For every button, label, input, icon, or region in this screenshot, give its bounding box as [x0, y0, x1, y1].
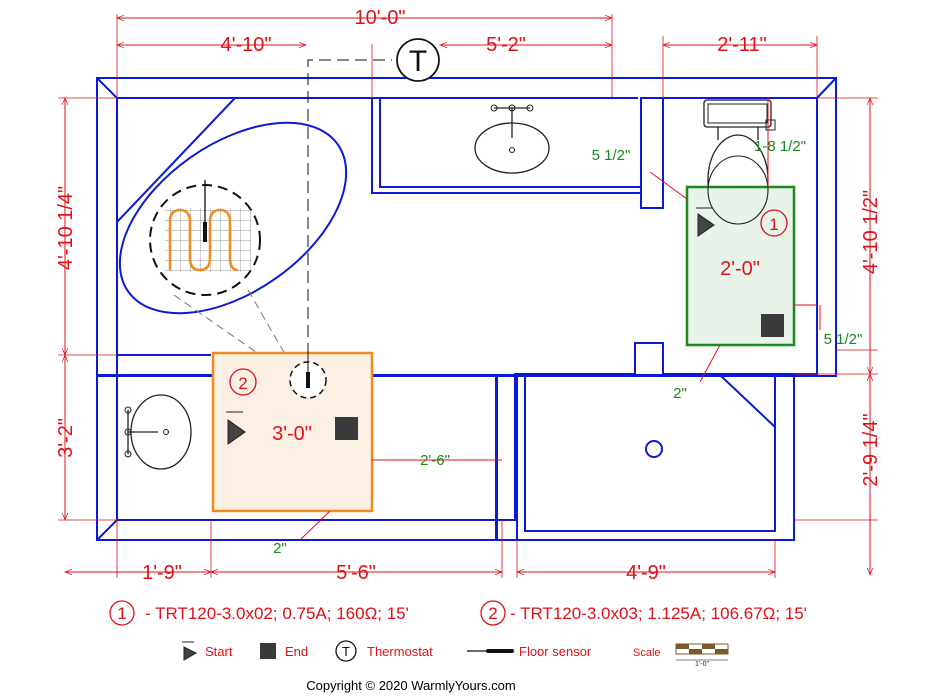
dim-top-right: 2'-11": [717, 34, 766, 56]
mat-2-size: 3'-0": [272, 423, 312, 445]
legend-item-2-text: - TRT120-3.0x03; 1.125A; 106.67Ω; 15': [510, 604, 807, 623]
legend: 1 - TRT120-3.0x02; 0.75A; 160Ω; 15' 2 - …: [109, 600, 807, 668]
offset-five-half-top: 5 1/2": [592, 147, 631, 164]
mat-1-number: 1: [769, 215, 778, 234]
thermostat: T: [307, 38, 440, 355]
bathtub: [118, 121, 348, 315]
shower-drain: [645, 440, 663, 458]
dim-left-lower: 3'-2": [55, 418, 77, 458]
legend-thermostat: Thermostat: [367, 644, 433, 659]
side-sink: [124, 394, 192, 470]
thermostat-label: T: [409, 45, 427, 78]
legend-floor-sensor: Floor sensor: [519, 644, 592, 659]
legend-scale-unit: 1'-0": [695, 661, 709, 668]
thermostat-icon: [335, 640, 357, 662]
offset-two-in-orange: 2": [273, 540, 287, 557]
offset-two-six: 2'-6": [420, 452, 450, 469]
sensor-zoom: [149, 180, 313, 392]
dim-top-total: 10'-0": [355, 7, 406, 29]
legend-item-2-number: 2: [488, 604, 497, 623]
mat-1: 1 2'-0": [685, 155, 796, 347]
offset-five-half-right: 5 1/2": [824, 331, 863, 348]
dim-left-upper: 4'-10 1/4": [55, 186, 77, 270]
mat-2: 2 3'-0": [211, 349, 374, 513]
dim-top-mid: 5'-2": [486, 34, 526, 56]
legend-scale: Scale: [633, 647, 661, 659]
legend-thermostat-symbol: T: [342, 644, 350, 659]
dim-bottom-mid: 5'-6": [336, 562, 376, 584]
legend-end: End: [285, 644, 308, 659]
mat-2-number: 2: [238, 374, 247, 393]
dim-bottom-right: 4'-9": [626, 562, 666, 584]
dim-right-lower: 2'-9 1/4": [860, 413, 882, 486]
dimension-lines: [58, 14, 878, 578]
legend-item-1-text: - TRT120-3.0x02; 0.75A; 160Ω; 15': [145, 604, 409, 623]
walls: [96, 77, 837, 541]
offset-two-in-green: 2": [673, 385, 687, 402]
legend-start: Start: [205, 644, 233, 659]
dimension-labels: 10'-0" 4'-10" 5'-2" 2'-11" 4'-10 1/4" 3'…: [55, 7, 882, 584]
start-icon: [182, 641, 198, 661]
copyright: Copyright © 2020 WarmlyYours.com: [306, 678, 515, 693]
mat-1-size: 2'-0": [720, 258, 760, 280]
dim-right-upper: 4'-10 1/2": [860, 190, 882, 274]
vanity-sink: [474, 104, 550, 174]
end-icon: [260, 643, 276, 659]
legend-item-1-number: 1: [117, 604, 126, 623]
dim-bottom-left: 1'-9": [142, 562, 182, 584]
dim-top-left: 4'-10": [221, 34, 272, 56]
scale-bar-icon: [675, 643, 729, 661]
offset-one-eight-half: 1-8 1/2": [754, 138, 806, 155]
